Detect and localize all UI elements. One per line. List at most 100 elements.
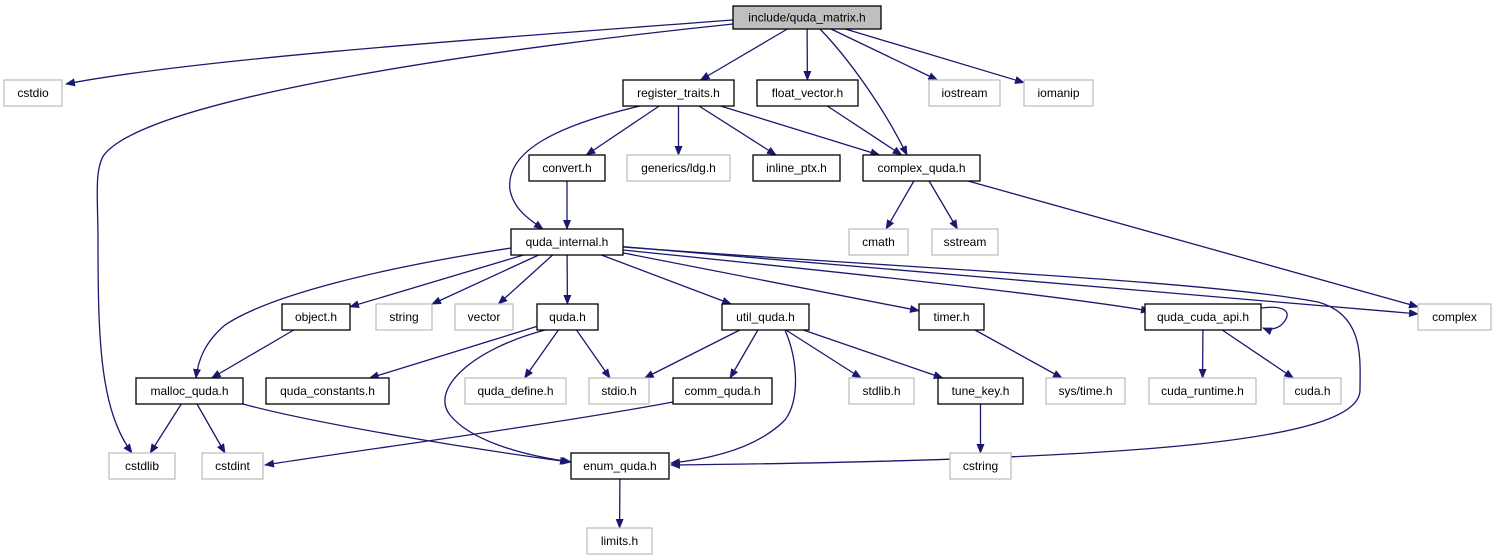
node-label-convert: convert.h bbox=[542, 161, 591, 175]
edge-quda_internal-to-enum_quda bbox=[622, 246, 1361, 469]
edge-quda_matrix-to-iomanip bbox=[845, 28, 1025, 84]
node-convert[interactable]: convert.h bbox=[528, 154, 606, 182]
edge-util_quda-to-tune_key bbox=[803, 329, 944, 379]
edge-quda-to-quda_constants bbox=[368, 325, 538, 380]
node-label-cstdint: cstdint bbox=[215, 459, 250, 473]
node-float_vector[interactable]: float_vector.h bbox=[756, 79, 859, 107]
node-cstdio: cstdio bbox=[3, 79, 63, 107]
edge-quda_internal-to-string bbox=[431, 254, 539, 305]
node-box-sstream bbox=[931, 228, 999, 256]
node-label-vector: vector bbox=[468, 310, 501, 324]
edge-object-to-malloc_quda bbox=[210, 329, 295, 379]
edge-register_traits-to-inline_ptx bbox=[698, 105, 777, 156]
node-quda_cuda_api[interactable]: quda_cuda_api.h bbox=[1144, 303, 1262, 331]
edge-quda_matrix-to-cstdio bbox=[65, 19, 734, 87]
node-box-complex bbox=[1417, 303, 1492, 331]
node-iostream: iostream bbox=[928, 79, 1001, 107]
edge-quda_internal-to-quda_cuda_api bbox=[622, 249, 1151, 314]
node-quda[interactable]: quda.h bbox=[536, 303, 599, 331]
node-label-cmath: cmath bbox=[862, 235, 895, 249]
node-util_quda[interactable]: util_quda.h bbox=[721, 303, 810, 331]
node-sys_time: sys/time.h bbox=[1045, 377, 1126, 405]
node-cuda_runtime: cuda_runtime.h bbox=[1148, 377, 1257, 405]
node-box-comm_quda bbox=[672, 377, 773, 405]
node-generics_ldg: generics/ldg.h bbox=[626, 154, 731, 182]
edge-quda_internal-to-object bbox=[349, 254, 524, 309]
node-box-convert bbox=[528, 154, 606, 182]
edge-quda_matrix-to-register_traits bbox=[699, 28, 788, 81]
node-register_traits[interactable]: register_traits.h bbox=[622, 79, 735, 107]
node-label-comm_quda: comm_quda.h bbox=[684, 384, 760, 398]
node-box-string bbox=[375, 303, 433, 331]
node-quda_matrix[interactable]: include/quda_matrix.h bbox=[732, 5, 882, 30]
node-box-vector bbox=[454, 303, 514, 331]
node-label-inline_ptx: inline_ptx.h bbox=[766, 161, 827, 175]
node-label-stdlib: stdlib.h bbox=[862, 384, 900, 398]
node-label-cuda: cuda.h bbox=[1294, 384, 1330, 398]
node-label-object: object.h bbox=[295, 310, 337, 324]
edge-complex_quda-to-cmath bbox=[885, 180, 915, 230]
node-cuda: cuda.h bbox=[1283, 377, 1342, 405]
node-object[interactable]: object.h bbox=[281, 303, 351, 331]
node-quda_constants[interactable]: quda_constants.h bbox=[265, 377, 390, 405]
node-box-cuda bbox=[1283, 377, 1342, 405]
edge-util_quda-to-enum_quda bbox=[670, 329, 797, 467]
node-label-sys_time: sys/time.h bbox=[1058, 384, 1112, 398]
node-box-iomanip bbox=[1023, 79, 1094, 107]
node-box-float_vector bbox=[756, 79, 859, 107]
node-box-generics_ldg bbox=[626, 154, 731, 182]
node-box-sys_time bbox=[1045, 377, 1126, 405]
node-enum_quda[interactable]: enum_quda.h bbox=[570, 452, 670, 480]
node-box-quda_define bbox=[464, 377, 567, 405]
edge-malloc_quda-to-cstdint bbox=[196, 403, 226, 454]
edge-register_traits-to-complex_quda bbox=[720, 105, 881, 157]
edge-complex_quda-to-sstream bbox=[928, 180, 958, 230]
node-label-stdio: stdio.h bbox=[601, 384, 636, 398]
node-tune_key[interactable]: tune_key.h bbox=[937, 377, 1024, 405]
edge-quda_internal-to-util_quda bbox=[601, 254, 733, 305]
node-complex_quda[interactable]: complex_quda.h bbox=[862, 154, 981, 182]
node-quda_internal[interactable]: quda_internal.h bbox=[510, 228, 624, 256]
node-cmath: cmath bbox=[848, 228, 909, 256]
edge-register_traits-to-quda_internal bbox=[509, 105, 641, 230]
edge-malloc_quda-to-cstdlib bbox=[149, 403, 182, 454]
node-stdio: stdio.h bbox=[588, 377, 650, 405]
edge-quda_internal-to-malloc_quda bbox=[193, 247, 512, 379]
node-box-cmath bbox=[848, 228, 909, 256]
node-box-cstdio bbox=[3, 79, 63, 107]
node-label-string: string bbox=[389, 310, 418, 324]
node-box-quda bbox=[536, 303, 599, 331]
node-timer[interactable]: timer.h bbox=[918, 303, 985, 331]
node-cstring: cstring bbox=[949, 452, 1012, 480]
node-box-timer bbox=[918, 303, 985, 331]
node-label-iostream: iostream bbox=[941, 86, 987, 100]
node-label-complex: complex bbox=[1432, 310, 1477, 324]
node-label-malloc_quda: malloc_quda.h bbox=[150, 384, 228, 398]
node-box-util_quda bbox=[721, 303, 810, 331]
node-box-quda_matrix bbox=[732, 5, 882, 30]
node-vector: vector bbox=[454, 303, 514, 331]
node-label-register_traits: register_traits.h bbox=[637, 86, 720, 100]
edge-float_vector-to-complex_quda bbox=[826, 105, 903, 156]
node-label-quda_define: quda_define.h bbox=[477, 384, 553, 398]
edge-timer-to-sys_time bbox=[974, 329, 1063, 379]
node-label-complex_quda: complex_quda.h bbox=[877, 161, 965, 175]
node-label-cstring: cstring bbox=[963, 459, 998, 473]
node-box-inline_ptx bbox=[752, 154, 841, 182]
node-string: string bbox=[375, 303, 433, 331]
edge-complex_quda-to-complex bbox=[967, 180, 1419, 309]
node-box-register_traits bbox=[622, 79, 735, 107]
node-box-malloc_quda bbox=[135, 377, 244, 405]
edge-register_traits-to-convert bbox=[585, 105, 660, 156]
node-iomanip: iomanip bbox=[1023, 79, 1094, 107]
edge-util_quda-to-comm_quda bbox=[729, 329, 759, 379]
node-box-cstdint bbox=[201, 452, 264, 480]
node-label-cstdlib: cstdlib bbox=[125, 459, 159, 473]
node-malloc_quda[interactable]: malloc_quda.h bbox=[135, 377, 244, 405]
node-inline_ptx[interactable]: inline_ptx.h bbox=[752, 154, 841, 182]
node-comm_quda[interactable]: comm_quda.h bbox=[672, 377, 773, 405]
node-box-complex_quda bbox=[862, 154, 981, 182]
